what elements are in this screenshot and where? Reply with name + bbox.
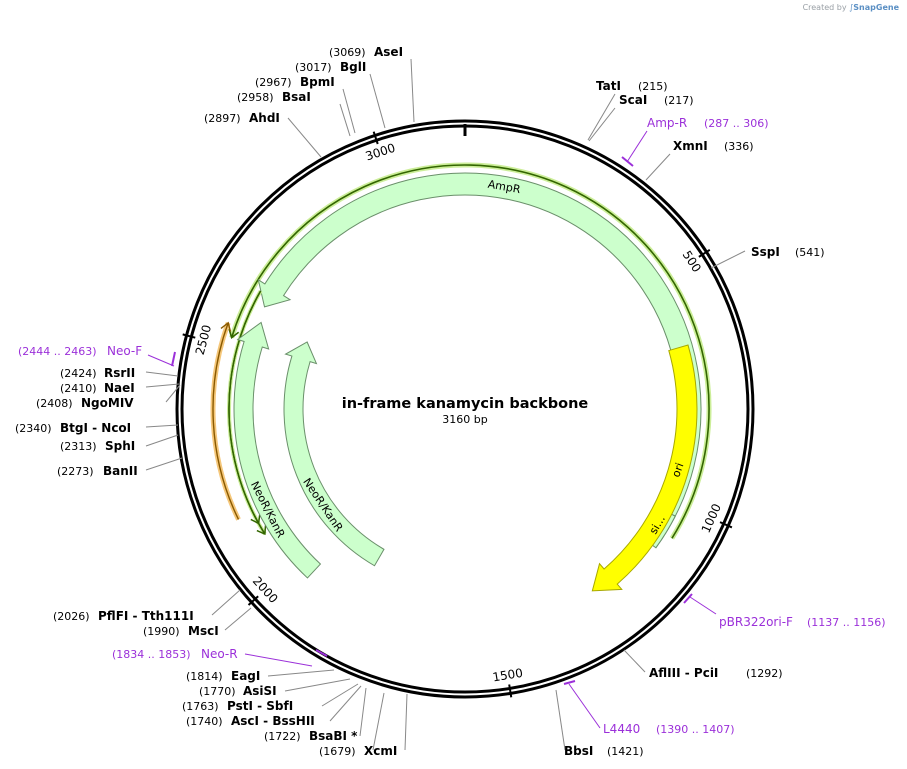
- site-ahdi[interactable]: AhdI: [249, 111, 280, 125]
- site-afliii-pcii[interactable]: AflIII - PciI: [649, 666, 718, 680]
- site-pos-asci-bsshii: (1740): [186, 715, 223, 728]
- site-pos-xmni: (336): [724, 140, 754, 153]
- feature-neor-2[interactable]: [283, 341, 385, 567]
- site-pos-bpmi: (2967): [255, 76, 292, 89]
- site-pos-xcmi: (1679): [319, 745, 356, 758]
- primer-leader-lines: [147, 130, 717, 729]
- site-bsai[interactable]: BsaI: [282, 90, 311, 104]
- site-pflfi-tth111i[interactable]: PflFI - Tth111I: [98, 609, 194, 623]
- primer-l4440[interactable]: L4440: [603, 722, 640, 736]
- site-pos-sphi: (2313): [60, 440, 97, 453]
- site-pos-asei: (3069): [329, 46, 366, 59]
- site-pos-scai: (217): [664, 94, 694, 107]
- tick-mark-3000: [372, 131, 379, 145]
- site-pos-ngomiv: (2408): [36, 397, 73, 410]
- site-btgi-ncoi[interactable]: BtgI - NcoI: [60, 421, 131, 435]
- snapgene-credit: Created by ∫SnapGene: [803, 3, 899, 12]
- neor-green-tail-arrowhead: [256, 525, 267, 536]
- site-pos-naei: (2410): [60, 382, 97, 395]
- tick-mark-1500: [508, 684, 513, 698]
- site-pos-sspi: (541): [795, 246, 825, 259]
- site-pos-rsrii: (2424): [60, 367, 97, 380]
- site-pos-asisi: (1770): [199, 685, 236, 698]
- site-scai[interactable]: ScaI: [619, 93, 647, 107]
- plasmid-name: in-frame kanamycin backbone: [342, 396, 589, 412]
- site-xcmi[interactable]: XcmI: [364, 744, 397, 758]
- site-bsabi[interactable]: BsaBI *: [309, 729, 358, 743]
- primer-binding-marks: [171, 156, 693, 685]
- ampr-cds-line: [230, 164, 710, 539]
- site-pos-tati: (215): [638, 80, 668, 93]
- site-bbsi[interactable]: BbsI: [564, 744, 593, 758]
- neor-green-arrow-arrowhead: [250, 514, 261, 525]
- neor-green-arrow: [228, 290, 262, 524]
- primer-amp-r[interactable]: Amp-R: [647, 116, 687, 130]
- site-naei[interactable]: NaeI: [104, 381, 135, 395]
- site-bpmi[interactable]: BpmI: [300, 75, 335, 89]
- plasmid-length: 3160 bp: [442, 413, 487, 426]
- credit-brand: SnapGene: [853, 3, 899, 12]
- site-pos-pflfi-tth111i: (2026): [53, 610, 90, 623]
- feature-label-ampr: AmpR: [487, 178, 522, 197]
- site-asei[interactable]: AseI: [374, 45, 403, 59]
- site-pos-bsabi: (1722): [264, 730, 301, 743]
- site-pos-psti-sbfi: (1763): [182, 700, 219, 713]
- neor-orange-line-arrowhead: [220, 321, 232, 332]
- site-banii[interactable]: BanII: [103, 464, 138, 478]
- feature-label-neor2: NeoR/KanR: [300, 476, 345, 535]
- backbone-outer-ring: [175, 119, 755, 699]
- site-ngomiv[interactable]: NgoMIV: [81, 396, 134, 410]
- tick-label-2000: 2000: [250, 574, 281, 606]
- site-sphi[interactable]: SphI: [105, 439, 135, 453]
- site-bgli[interactable]: BglI: [340, 60, 366, 74]
- site-rsrii[interactable]: RsrII: [104, 366, 135, 380]
- site-tati[interactable]: TatI: [596, 79, 621, 93]
- site-asci-bsshii[interactable]: AscI - BssHII: [231, 714, 315, 728]
- site-pos-bbsi: (1421): [607, 745, 644, 758]
- neor-orange-line: [212, 322, 240, 520]
- primer-neo-f[interactable]: Neo-F: [107, 344, 142, 358]
- tick-mark-2000: [247, 595, 259, 606]
- feature-ori[interactable]: [591, 344, 698, 592]
- site-asisi[interactable]: AsiSI: [243, 684, 277, 698]
- site-eagi[interactable]: EagI: [231, 669, 260, 683]
- tick-mark-1000: [719, 521, 733, 529]
- primer-pbr322ori-f[interactable]: pBR322ori-F: [719, 615, 793, 629]
- site-pos-msci: (1990): [143, 625, 180, 638]
- primer-range-l4440: (1390 .. 1407): [656, 723, 735, 736]
- site-pos-bsai: (2958): [237, 91, 274, 104]
- snapgene-logo-icon: ∫: [849, 3, 854, 12]
- site-pos-ahdi: (2897): [204, 112, 241, 125]
- ampr-cds-line-arrowhead: [228, 328, 240, 340]
- credit-prefix: Created by: [802, 3, 847, 12]
- site-pos-afliii-pcii: (1292): [746, 667, 783, 680]
- tick-label-1500: 1500: [491, 666, 523, 685]
- site-pos-eagi: (1814): [186, 670, 223, 683]
- primer-range-neo-r: (1834 .. 1853): [112, 648, 191, 661]
- primer-range-neo-f: (2444 .. 2463): [18, 345, 97, 358]
- feature-neor-1[interactable]: [233, 321, 322, 579]
- site-psti-sbfi[interactable]: PstI - SbfI: [227, 699, 293, 713]
- tick-mark-500: [698, 248, 711, 258]
- site-xmni[interactable]: XmnI: [673, 139, 708, 153]
- site-pos-bgli: (3017): [295, 61, 332, 74]
- site-leader-lines: [145, 58, 746, 751]
- feature-label-ori: ori: [669, 461, 686, 479]
- site-msci[interactable]: MscI: [188, 624, 219, 638]
- primer-range-pbr322ori-f: (1137 .. 1156): [807, 616, 886, 629]
- site-pos-banii: (2273): [57, 465, 94, 478]
- tick-label-2500: 2500: [193, 323, 214, 356]
- site-sspi[interactable]: SspI: [751, 245, 780, 259]
- primer-neo-r[interactable]: Neo-R: [201, 647, 238, 661]
- primer-range-amp-r: (287 .. 306): [704, 117, 769, 130]
- tick-mark-2500: [182, 333, 196, 339]
- site-pos-btgi-ncoi: (2340): [15, 422, 52, 435]
